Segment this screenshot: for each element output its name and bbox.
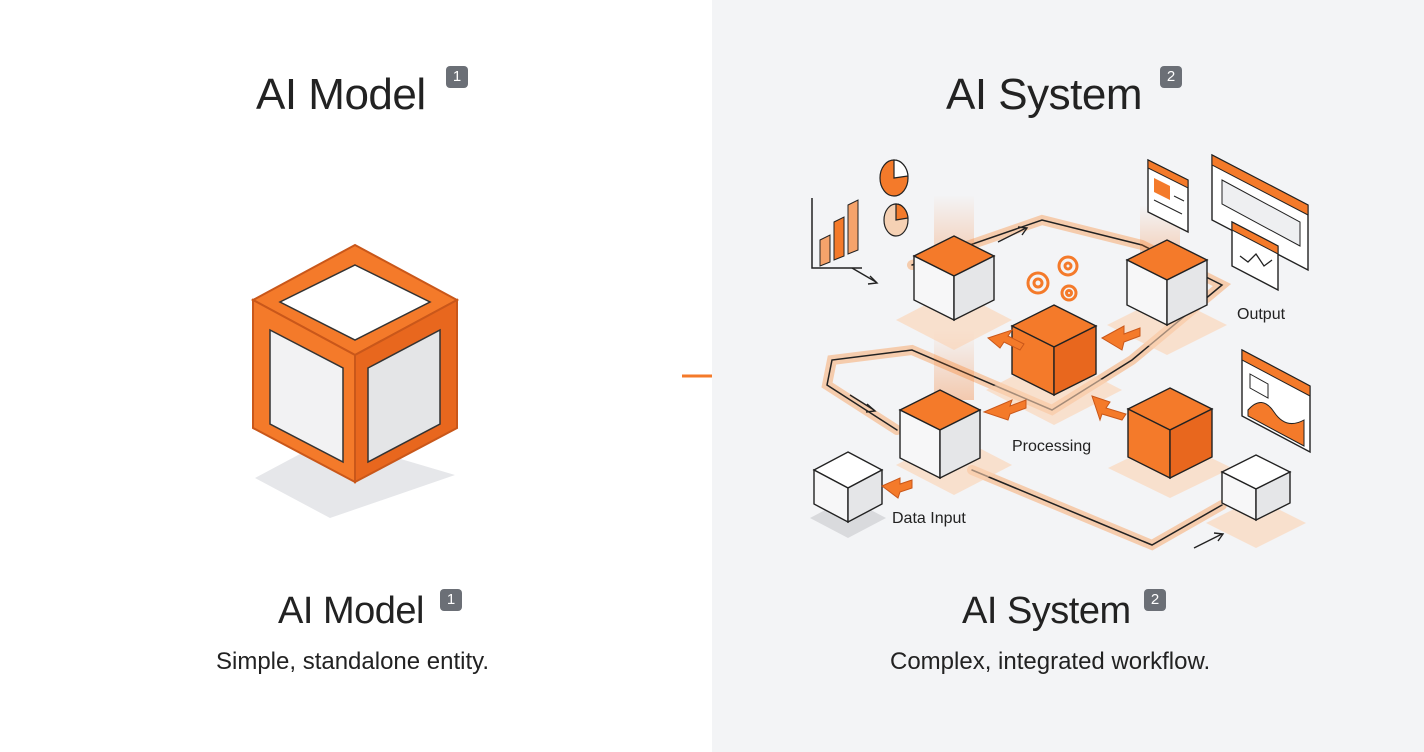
ai-system-caption-subtitle: Complex, integrated workflow. xyxy=(890,648,1211,675)
area-chart-window-icon xyxy=(1241,348,1311,454)
ai-system-title-badge: 2 xyxy=(1160,66,1182,88)
ai-system-title: AI System xyxy=(946,70,1143,119)
ai-system-panel: AI System 2 xyxy=(712,0,1424,752)
data-input-cube xyxy=(810,451,886,538)
gears-icon xyxy=(1026,255,1079,302)
processing-label: Processing xyxy=(1012,438,1092,455)
ai-model-title-badge: 1 xyxy=(446,66,468,88)
process-cube-top-left xyxy=(896,235,1012,350)
ai-model-cube-illustration xyxy=(250,243,460,518)
ai-system-caption-badge: 2 xyxy=(1144,589,1166,611)
browser-window-icon xyxy=(1211,153,1309,272)
cube-top-panel xyxy=(278,264,432,341)
output-cube xyxy=(1107,239,1227,355)
data-input-label: Data Input xyxy=(892,510,966,527)
flow-arrows xyxy=(881,325,1141,499)
ai-system-caption-title: AI System xyxy=(962,590,1131,632)
ai-model-panel: AI Model 1 AI Model 1 Simple, standalone… xyxy=(216,66,490,675)
process-cube-right xyxy=(1108,387,1232,498)
direction-arrows xyxy=(849,226,1225,549)
ai-model-caption-badge: 1 xyxy=(440,589,462,611)
bar-chart-icon xyxy=(811,198,862,269)
ai-model-caption-title: AI Model xyxy=(278,590,424,632)
output-label: Output xyxy=(1237,306,1286,323)
ai-system-workflow-illustration xyxy=(810,153,1311,551)
line-chart-window-icon xyxy=(1231,220,1279,292)
ai-model-title: AI Model xyxy=(256,70,426,119)
cube-left-panel xyxy=(269,328,344,464)
pie-chart-icon xyxy=(879,159,909,237)
dashboard-window-icon xyxy=(1147,158,1189,234)
central-hub-cube xyxy=(986,304,1122,425)
ai-model-caption-subtitle: Simple, standalone entity. xyxy=(216,648,490,675)
process-cube-middle-left xyxy=(896,389,1012,495)
output-node-cube xyxy=(1206,454,1306,548)
cube-right-panel xyxy=(367,328,441,464)
